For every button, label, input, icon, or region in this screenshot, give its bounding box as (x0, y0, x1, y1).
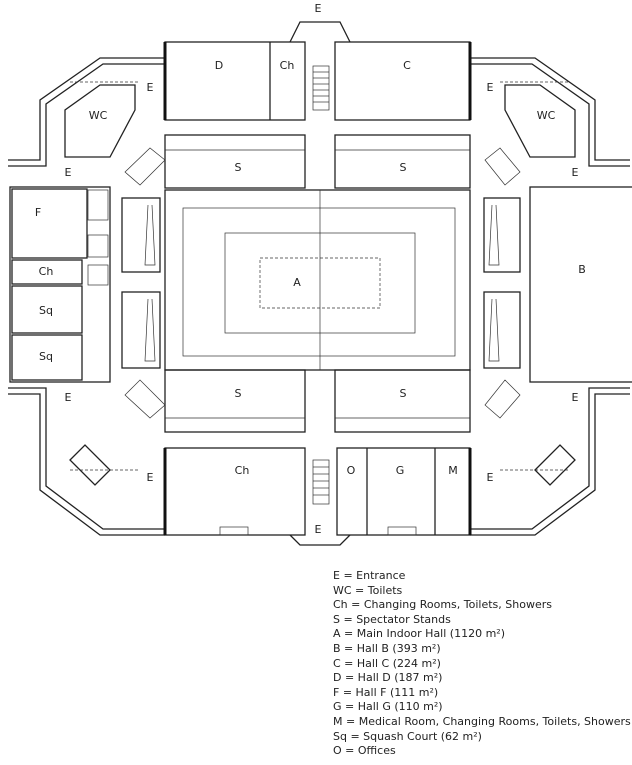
bottom-left-block (163, 447, 306, 536)
label-hall-b: B (578, 263, 586, 276)
legend-item: WC = Toilets (333, 583, 403, 597)
wc-right (504, 84, 576, 158)
stand-top-left (164, 134, 306, 189)
left-block (9, 186, 111, 383)
bottom-right-block (336, 447, 472, 536)
kiosk-left (69, 444, 111, 486)
stairs-top (312, 65, 330, 111)
corner-stairs (124, 147, 521, 419)
stand-top-right (334, 134, 471, 189)
entrance-bottom: E (315, 523, 322, 536)
hall-b (529, 186, 632, 383)
label-changing-bottom: Ch (235, 464, 250, 477)
legend-item: A = Main Indoor Hall (1120 m²) (333, 627, 505, 641)
label-hall-d: D (215, 59, 223, 72)
legend-item: O = Offices (333, 744, 396, 758)
label-wc-left: WC (89, 109, 108, 122)
main-hall (164, 189, 471, 371)
label-stand-tl: S (235, 161, 242, 174)
legend: E = Entrance WC = Toilets Ch = Changing … (333, 569, 631, 759)
side-stands (121, 197, 521, 369)
floor-plan: D Ch C S S S S A (8, 2, 632, 546)
stand-bottom-left (164, 369, 306, 433)
label-hall-c: C (403, 59, 411, 72)
label-medical: M (448, 464, 458, 477)
entrance-top-right: E (487, 81, 494, 94)
stairs-bottom (312, 459, 330, 505)
label-squash-1: Sq (39, 304, 53, 317)
kiosk-right (534, 444, 576, 486)
hall-c-block (334, 41, 472, 121)
legend-item: Ch = Changing Rooms, Toilets, Showers (333, 598, 552, 612)
legend-item: C = Hall C (224 m²) (333, 656, 441, 670)
entrance-right-upper: E (572, 166, 579, 179)
label-offices: O (347, 464, 356, 477)
label-hall-g: G (396, 464, 405, 477)
legend-item: M = Medical Room, Changing Rooms, Toilet… (333, 714, 631, 728)
entrance-bottom-right: E (487, 471, 494, 484)
wc-left (64, 84, 136, 158)
label-hall-f: F (35, 206, 41, 219)
label-changing-top: Ch (280, 59, 295, 72)
label-squash-2: Sq (39, 350, 53, 363)
legend-item: E = Entrance (333, 569, 406, 582)
entrance-bottom-left: E (147, 471, 154, 484)
stand-bottom-right (334, 369, 471, 433)
legend-item: G = Hall G (110 m²) (333, 700, 443, 714)
outer-wall (8, 21, 630, 546)
entrance-top-left: E (147, 81, 154, 94)
label-main-hall: A (293, 276, 301, 289)
label-stand-br: S (400, 387, 407, 400)
label-changing-left: Ch (39, 265, 54, 278)
legend-item: D = Hall D (187 m²) (333, 671, 443, 685)
legend-item: F = Hall F (111 m²) (333, 685, 439, 699)
label-wc-right: WC (537, 109, 556, 122)
label-stand-bl: S (235, 387, 242, 400)
legend-item: Sq = Squash Court (62 m²) (333, 729, 482, 743)
legend-item: S = Spectator Stands (333, 612, 451, 626)
entrance-top: E (315, 2, 322, 15)
label-stand-tr: S (400, 161, 407, 174)
legend-item: B = Hall B (393 m²) (333, 641, 441, 655)
entrance-left-upper: E (65, 166, 72, 179)
entrance-left-lower: E (65, 391, 72, 404)
hall-d-block (163, 41, 306, 121)
entrance-right-lower: E (572, 391, 579, 404)
